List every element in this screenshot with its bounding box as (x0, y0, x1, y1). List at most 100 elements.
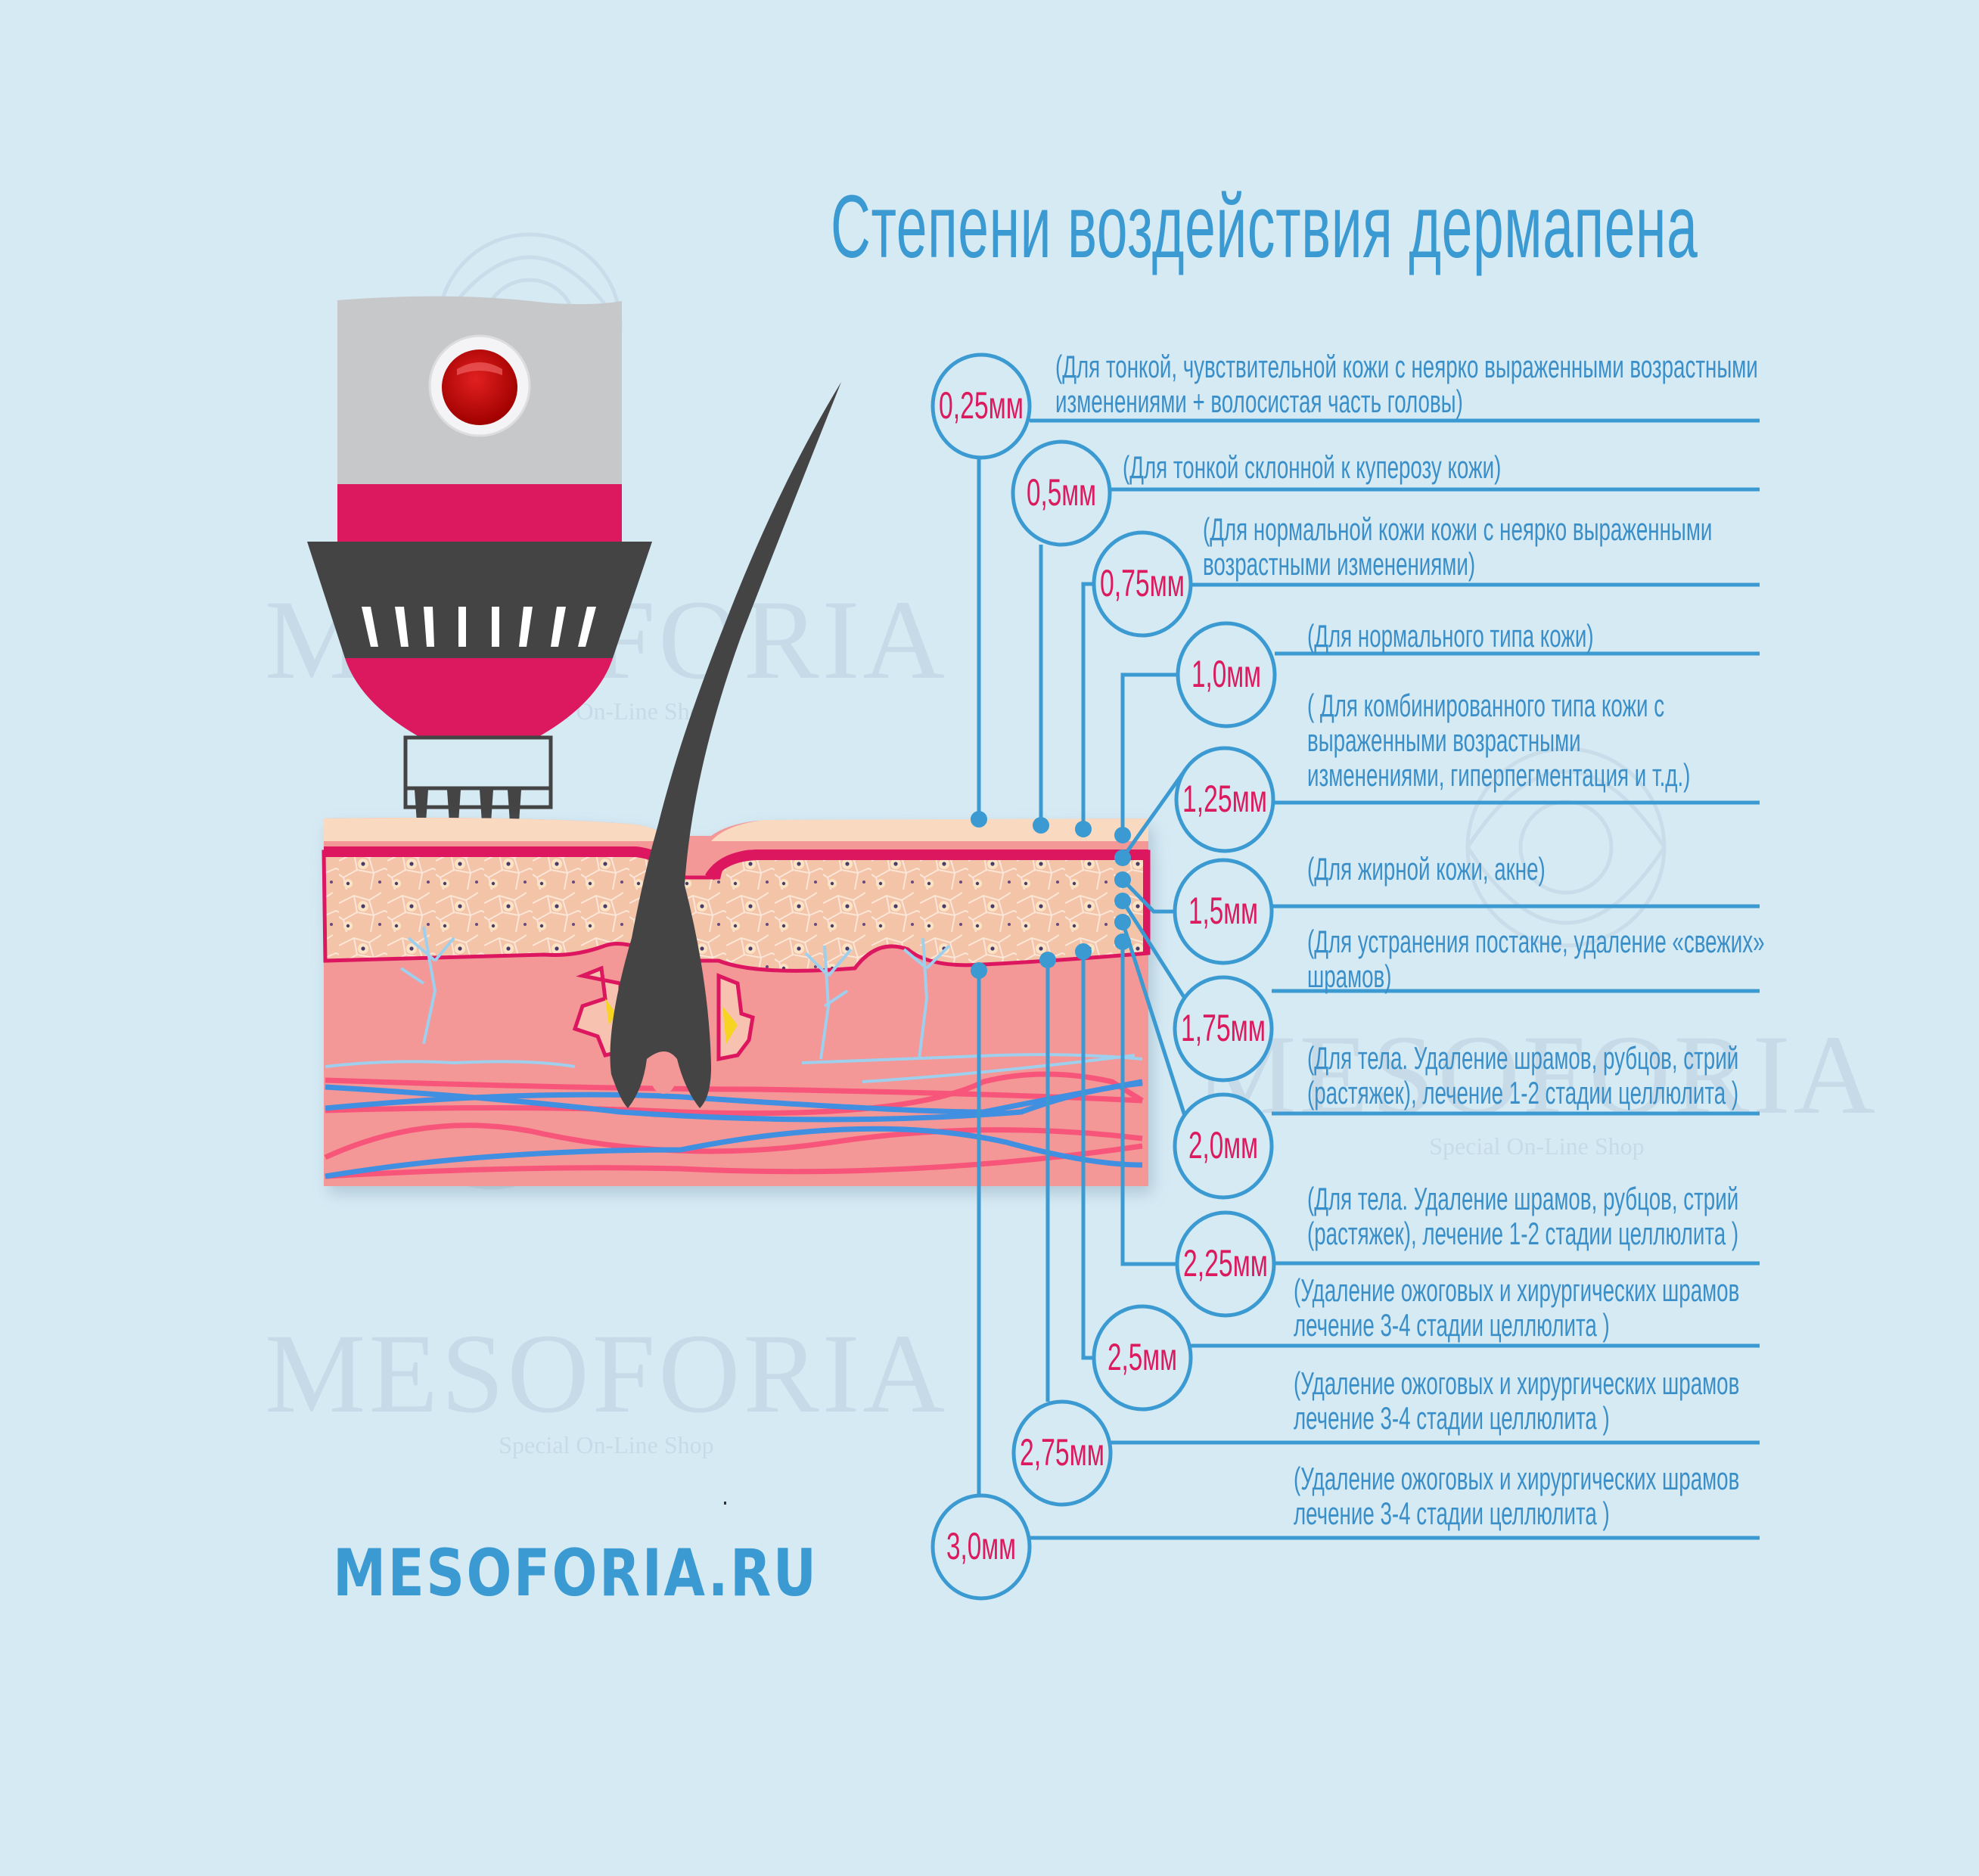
depth-description: (Удаление ожоговых и хирургических шрамо… (1294, 1461, 1739, 1531)
depth-circle (1174, 746, 1275, 853)
depth-point-marker (1114, 871, 1131, 888)
depth-description: (Для жирной кожи, акне) (1307, 852, 1546, 887)
blood-vessels (324, 1071, 1144, 1179)
depth-circle (1173, 975, 1274, 1082)
description-line: (Для нормального типа кожи) (1307, 618, 1594, 654)
depth-label: 0,5мм (1027, 471, 1096, 514)
depth-connector (1120, 921, 1187, 1116)
depth-description: (Удаление ожоговых и хирургических шрамо… (1294, 1273, 1739, 1343)
watermark-tagline: Special On-Line Shop (1429, 1132, 1645, 1160)
website-link[interactable]: MESOFORIA.RU (333, 1536, 819, 1611)
depth-label: 2,5мм (1108, 1336, 1177, 1378)
watermark-right: MESOFORIA Special On-Line Shop (1195, 1010, 1878, 1160)
depth-circle (1092, 530, 1193, 638)
depth-description: (Удаление ожоговых и хирургических шрамо… (1294, 1366, 1739, 1436)
depth-connector (1081, 582, 1094, 829)
description-line: изменениями, гиперпегментация и т.д.) (1307, 757, 1691, 793)
depth-point-marker (1075, 821, 1092, 837)
watermark-bottom: MESOFORIA Special On-Line Shop (265, 1309, 948, 1459)
hair-follicle (610, 382, 841, 1108)
depth-description: (Для тела. Удаление шрамов, рубцов, стри… (1307, 1182, 1738, 1251)
depth-point-marker (971, 811, 987, 828)
description-line: (Удаление ожоговых и хирургических шрамо… (1294, 1272, 1740, 1308)
watermark-tagline: Special On-Line Shop (499, 1431, 714, 1458)
nerves (325, 926, 1143, 1083)
depth-description: (Для тонкой, чувствительной кожи с неярк… (1055, 349, 1758, 419)
page-title: Степени воздействия дермапена (831, 177, 1698, 277)
depth-description: (Для нормального типа кожи) (1307, 619, 1594, 654)
depth-label: 1,75мм (1181, 1007, 1266, 1049)
depth-point-marker (971, 962, 987, 979)
depth-label: 2,75мм (1020, 1431, 1104, 1474)
description-line: (Удаление ожоговых и хирургических шрамо… (1294, 1461, 1740, 1496)
depth-point-marker (1075, 943, 1092, 960)
depth-point-marker (1033, 817, 1049, 834)
depth-description: (Для тела. Удаление шрамов, рубцов, стри… (1307, 1041, 1738, 1110)
power-button-icon (428, 334, 531, 437)
depth-label: 1,25мм (1182, 778, 1267, 820)
depth-circle (1176, 621, 1277, 728)
description-line: возрастными изменениями) (1203, 546, 1476, 582)
depth-point-marker (1039, 952, 1056, 968)
description-line: (Для тонкой склонной к куперозу кожи) (1123, 449, 1502, 485)
depth-circle (930, 1493, 1032, 1601)
watermark-brand: MESOFORIA (265, 1311, 948, 1437)
description-line: (Для нормальной кожи кожи с неярко выраж… (1203, 511, 1713, 547)
depth-connector (1120, 672, 1178, 835)
depth-circle (1173, 1092, 1274, 1200)
depth-label: 0,25мм (939, 384, 1024, 427)
dermapen-device (307, 296, 652, 889)
skin-cross-section (322, 818, 1151, 1186)
description-line: (Для жирной кожи, акне) (1307, 851, 1546, 887)
depth-point-marker (1114, 933, 1131, 950)
depth-circle (1173, 858, 1274, 965)
description-line: ( Для комбинированного типа кожи с (1307, 688, 1665, 723)
description-line: (растяжек), лечение 1-2 стадии целлюлита… (1307, 1216, 1739, 1251)
depth-connector (1121, 878, 1175, 914)
depth-label: 2,25мм (1183, 1242, 1268, 1284)
device-collar (307, 542, 652, 658)
depth-description: (Для устранения постакне, удаление «свеж… (1307, 924, 1765, 994)
needle-cartridge (403, 735, 553, 809)
description-line: выраженными возрастными (1307, 722, 1581, 758)
watermark-brand: MESOFORIA (1195, 1012, 1878, 1138)
depth-circle (1175, 1210, 1276, 1318)
depth-markers: 0,25мм 0,5мм 0,75мм 1,0мм 1,25мм 1,5мм 1,75мм 2… (930, 353, 1277, 1601)
depth-description: (Для нормальной кожи кожи с неярко выраж… (1203, 512, 1712, 582)
depth-label: 2,0мм (1188, 1124, 1258, 1166)
description-line: (растяжек), лечение 1-2 стадии целлюлита… (1307, 1075, 1739, 1110)
depth-connector (1120, 942, 1177, 1266)
depth-label: 1,0мм (1191, 653, 1261, 695)
stray-mark (724, 1502, 726, 1505)
description-line: лечение 3-4 стадии целлюлита ) (1294, 1307, 1610, 1343)
depth-point-marker (1114, 914, 1131, 930)
description-line: изменениями + волосистая часть головы) (1055, 384, 1463, 419)
depth-label: 0,75мм (1100, 562, 1185, 604)
device-nozzle (345, 658, 613, 738)
collar-grip-marks (362, 607, 596, 647)
depth-point-marker (1114, 849, 1131, 866)
depth-circle (930, 353, 1032, 460)
description-line: (Для тела. Удаление шрамов, рубцов, стри… (1307, 1040, 1739, 1076)
description-line: (Для тонкой, чувствительной кожи с неярк… (1055, 349, 1758, 384)
depth-connectors (977, 418, 1760, 1540)
description-line: лечение 3-4 стадии целлюлита ) (1294, 1400, 1610, 1436)
device-band (337, 484, 622, 543)
depth-circle (1011, 439, 1112, 547)
depth-connector (1081, 952, 1094, 1360)
description-line: (Для тела. Удаление шрамов, рубцов, стри… (1307, 1181, 1739, 1216)
description-line: шрамов) (1307, 958, 1392, 994)
depth-point-marker (1114, 893, 1131, 909)
depth-label: 1,5мм (1188, 890, 1258, 932)
depth-connector (1120, 767, 1188, 859)
description-line: (Для устранения постакне, удаление «свеж… (1307, 924, 1765, 959)
depth-label: 3,0мм (946, 1525, 1016, 1567)
description-line: (Удаление ожоговых и хирургических шрамо… (1294, 1365, 1740, 1401)
description-line: лечение 3-4 стадии целлюлита ) (1294, 1496, 1610, 1531)
depth-description: (Для тонкой склонной к куперозу кожи) (1123, 450, 1501, 485)
depth-circle (1011, 1399, 1113, 1507)
depth-connector (1120, 899, 1186, 999)
